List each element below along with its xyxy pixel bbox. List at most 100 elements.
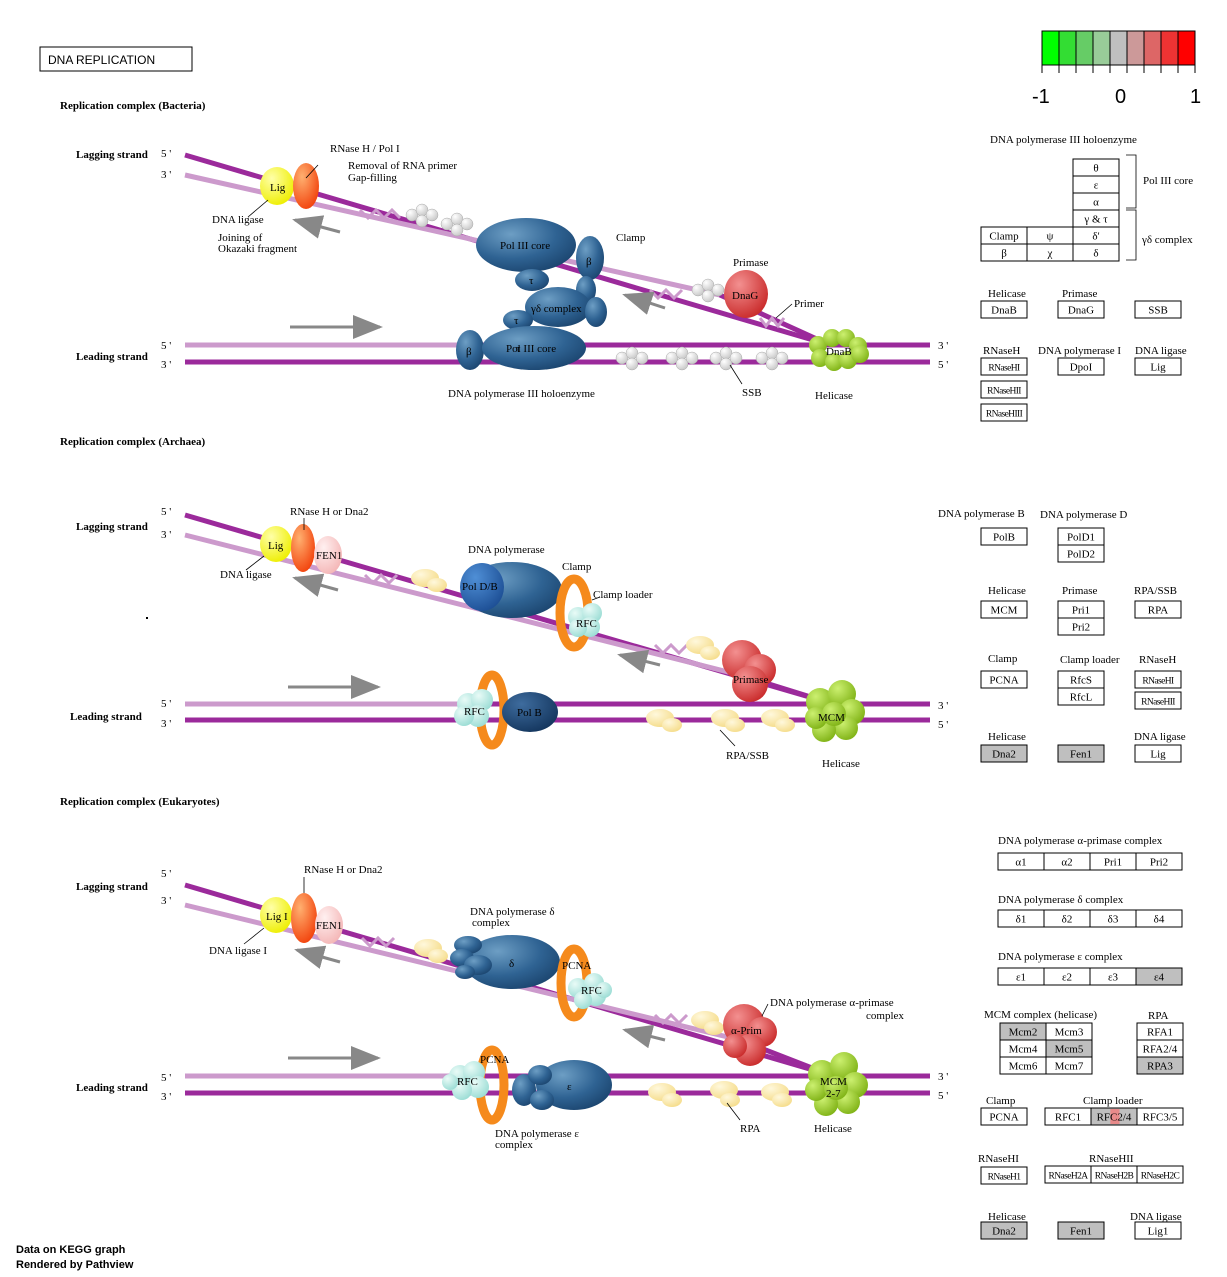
gene-rfc35[interactable]: RFC3/5 <box>1136 1107 1184 1126</box>
gene-rfcl[interactable]: RfcL <box>1057 687 1105 706</box>
svg-text:Removal of RNA primer: Removal of RNA primer <box>348 160 457 172</box>
svg-text:Lig1: Lig1 <box>1148 1226 1169 1238</box>
gene-pold2[interactable]: PolD2 <box>1057 544 1105 563</box>
gene-alpha-3[interactable]: Pri2 <box>1135 852 1183 871</box>
bacteria-dnag <box>724 270 768 318</box>
gene-rfcs[interactable]: RfcS <box>1057 670 1105 689</box>
gene-alpha-2[interactable]: Pri1 <box>1089 852 1137 871</box>
gene-rnaseh2a[interactable]: RNaseH2A <box>1044 1165 1092 1184</box>
gene-mcm[interactable]: MCM <box>980 600 1028 619</box>
gene-fen1[interactable]: Fen1 <box>1057 1221 1105 1240</box>
svg-text:PolD2: PolD2 <box>1067 549 1095 561</box>
gene-caption: RPA/SSB <box>1134 585 1177 597</box>
gene-pold1[interactable]: PolD1 <box>1057 527 1105 546</box>
eukaryote-lig <box>260 893 343 944</box>
gene-epsilon[interactable]: ε <box>1072 175 1120 194</box>
gene-clamp-label[interactable]: Clamp <box>980 226 1028 245</box>
color-legend <box>1041 30 1196 73</box>
gene-gamma-tau[interactable]: γ & τ <box>1072 209 1120 228</box>
gene-eps-3[interactable]: ε4 <box>1135 967 1183 986</box>
gene-delta-1[interactable]: δ2 <box>1043 909 1091 928</box>
gene-mcm7[interactable]: Mcm7 <box>1045 1056 1093 1075</box>
gene-rnaseh2c[interactable]: RNaseH2C <box>1136 1165 1184 1184</box>
gene-rfa24[interactable]: RFA2/4 <box>1136 1039 1184 1058</box>
gene-polb[interactable]: PolB <box>980 527 1028 546</box>
gene-rfa1[interactable]: RFA1 <box>1136 1022 1184 1041</box>
svg-text:ψ: ψ <box>1047 231 1054 243</box>
gene-caption: DNA polymerase D <box>1040 509 1127 521</box>
gene-lig1[interactable]: Lig1 <box>1134 1221 1182 1240</box>
gene-mcm5[interactable]: Mcm5 <box>1045 1039 1093 1058</box>
pathway-title: DNA REPLICATION <box>39 46 193 72</box>
legend-swatch <box>1059 31 1076 65</box>
gene-eps-0[interactable]: ε1 <box>997 967 1045 986</box>
gene-alpha-1[interactable]: α2 <box>1043 852 1091 871</box>
legend-swatch <box>1110 31 1127 65</box>
gene-rfc24[interactable]: RFC2/4 <box>1090 1107 1138 1126</box>
archaea-lig <box>260 524 342 574</box>
svg-text:DpoI: DpoI <box>1070 362 1093 374</box>
svg-text:5 ': 5 ' <box>161 868 171 880</box>
svg-text:τ: τ <box>514 315 519 327</box>
gene-eps-1[interactable]: ε2 <box>1043 967 1091 986</box>
svg-text:Rendered by Pathview: Rendered by Pathview <box>16 1259 134 1271</box>
gene-rnasehii[interactable]: RNaseHII <box>980 380 1028 399</box>
svg-text:RPA: RPA <box>1148 605 1168 617</box>
gene-alpha-0[interactable]: α1 <box>997 852 1045 871</box>
archaea-mcm <box>805 680 865 742</box>
gene-beta[interactable]: β <box>980 243 1028 262</box>
gene-rnasehi[interactable]: RNaseHI <box>980 357 1028 376</box>
gene-pcna[interactable]: PCNA <box>980 1107 1028 1126</box>
gene-lig[interactable]: Lig <box>1134 357 1182 376</box>
svg-text:DNA polymerase ε: DNA polymerase ε <box>495 1128 579 1140</box>
svg-text:Leading strand: Leading strand <box>76 1082 148 1094</box>
gene-rnaseh1[interactable]: RNaseH1 <box>980 1166 1028 1185</box>
gene-mcm6[interactable]: Mcm6 <box>999 1056 1047 1075</box>
gene-delta-2[interactable]: δ3 <box>1089 909 1137 928</box>
gene-delta[interactable]: δ <box>1072 243 1120 262</box>
svg-text:RFA1: RFA1 <box>1147 1027 1173 1039</box>
gene-alpha[interactable]: α <box>1072 192 1120 211</box>
gene-rnaseh2b[interactable]: RNaseH2B <box>1090 1165 1138 1184</box>
gene-pcna[interactable]: PCNA <box>980 670 1028 689</box>
gene-dna2[interactable]: Dna2 <box>980 744 1028 763</box>
eukaryote-mcm <box>805 1052 868 1116</box>
gene-fen1[interactable]: Fen1 <box>1057 744 1105 763</box>
svg-text:Replication complex (Archaea): Replication complex (Archaea) <box>60 436 206 448</box>
svg-text:Gap-filling: Gap-filling <box>348 172 397 184</box>
svg-text:SSB: SSB <box>1148 305 1168 317</box>
svg-text:δ1: δ1 <box>1016 914 1027 926</box>
gene-chi[interactable]: χ <box>1026 243 1074 262</box>
gene-dna2[interactable]: Dna2 <box>980 1221 1028 1240</box>
svg-text:RPA3: RPA3 <box>1147 1061 1173 1073</box>
gene-theta[interactable]: θ <box>1072 158 1120 177</box>
gene-delta-3[interactable]: δ4 <box>1135 909 1183 928</box>
svg-text:DnaB: DnaB <box>826 346 852 358</box>
svg-text:DnaB: DnaB <box>991 305 1017 317</box>
gene-ssb[interactable]: SSB <box>1134 300 1182 319</box>
gene-dnab[interactable]: DnaB <box>980 300 1028 319</box>
gene-mcm2[interactable]: Mcm2 <box>999 1022 1047 1041</box>
gene-pri1[interactable]: Pri1 <box>1057 600 1105 619</box>
gene-rnasehiii[interactable]: RNaseHIII <box>980 403 1028 422</box>
gene-pri2[interactable]: Pri2 <box>1057 617 1105 636</box>
gene-delta-0[interactable]: δ1 <box>997 909 1045 928</box>
svg-text:Data on KEGG graph: Data on KEGG graph <box>16 1244 126 1256</box>
gene-delta-prime[interactable]: δ' <box>1072 226 1120 245</box>
gene-dnag[interactable]: DnaG <box>1057 300 1105 319</box>
gene-mcm4[interactable]: Mcm4 <box>999 1039 1047 1058</box>
gene-caption: Helicase <box>988 1211 1026 1223</box>
gene-rnasehii[interactable]: RNaseHII <box>1134 691 1182 710</box>
gene-rnasehi[interactable]: RNaseHI <box>1134 670 1182 689</box>
gene-lig[interactable]: Lig <box>1134 744 1182 763</box>
gene-rpa[interactable]: RPA <box>1134 600 1182 619</box>
gene-rfc1[interactable]: RFC1 <box>1044 1107 1092 1126</box>
gene-psi[interactable]: ψ <box>1026 226 1074 245</box>
gene-mcm3[interactable]: Mcm3 <box>1045 1022 1093 1041</box>
gene-rpa3[interactable]: RPA3 <box>1136 1056 1184 1075</box>
svg-text:α1: α1 <box>1015 857 1026 869</box>
svg-text:δ4: δ4 <box>1154 914 1165 926</box>
gene-dpoi[interactable]: DpoI <box>1057 357 1105 376</box>
gene-eps-2[interactable]: ε3 <box>1089 967 1137 986</box>
legend-swatch <box>1093 31 1110 65</box>
